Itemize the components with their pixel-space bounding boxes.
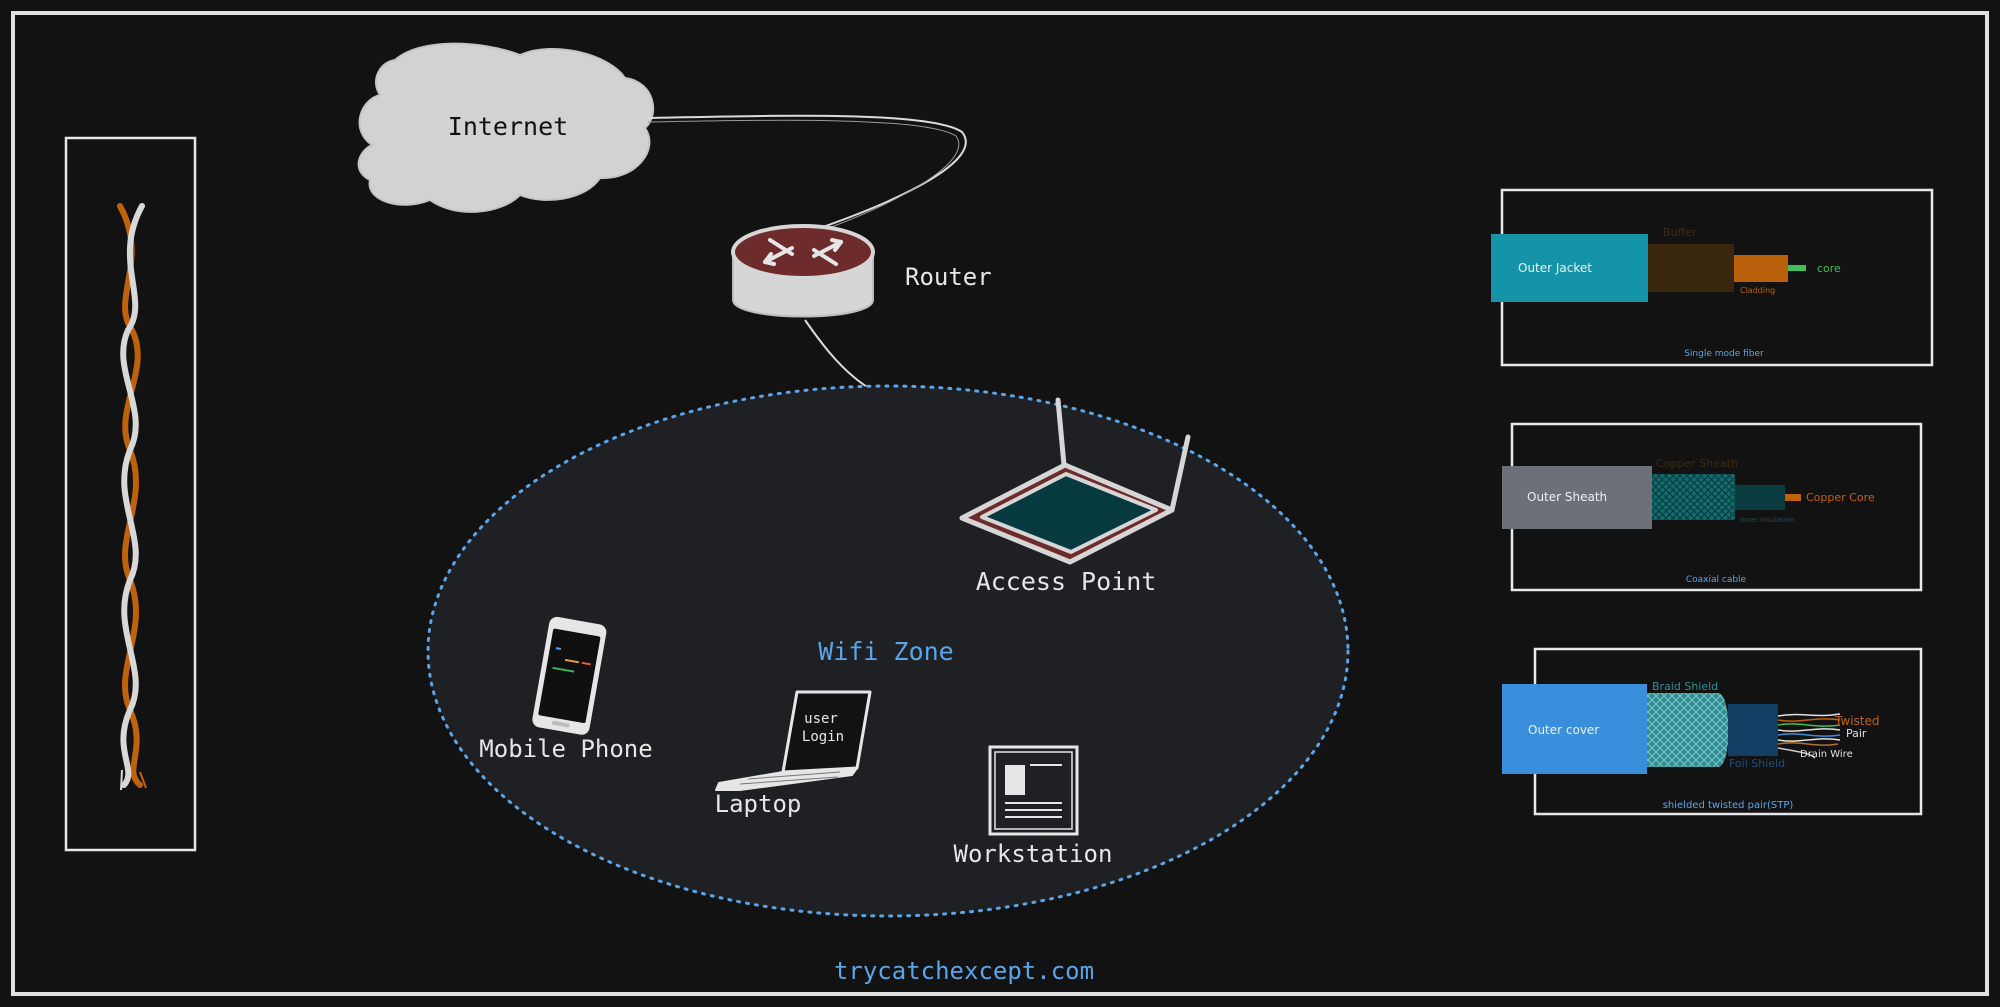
stp-cable-panel: Outer cover Braid Shield Foil Shield Twi… bbox=[1502, 647, 1923, 816]
stp-twisted-label: Twisted bbox=[1834, 714, 1879, 728]
antenna-right bbox=[1169, 434, 1191, 513]
mobile-phone-label: Mobile Phone bbox=[479, 735, 652, 763]
fiber-caption: Single mode fiber bbox=[1684, 349, 1764, 359]
twisted-pair-panel bbox=[64, 136, 197, 852]
wifi-zone-label: Wifi Zone bbox=[818, 637, 953, 666]
fiber-cladding-label: Cladding bbox=[1740, 286, 1775, 295]
wire-end bbox=[139, 771, 147, 789]
access-point-screen bbox=[980, 472, 1158, 554]
stp-foil-label: Foil Shield bbox=[1729, 757, 1785, 770]
fiber-outer-label: Outer Jacket bbox=[1518, 261, 1592, 275]
coax-insulation bbox=[1735, 485, 1785, 510]
stp-twisted-label: Pair bbox=[1846, 727, 1867, 740]
stp-braid-label: Braid Shield bbox=[1652, 680, 1718, 693]
fiber-cable-panel: Outer Jacket Buffer Cladding core Single… bbox=[1491, 188, 1934, 367]
fiber-core bbox=[1788, 265, 1806, 271]
stp-foil-shield bbox=[1728, 704, 1778, 756]
stp-outer-label: Outer cover bbox=[1528, 723, 1599, 737]
coax-cable-panel: Outer Sheath Copper Sheath Inner Insulat… bbox=[1502, 422, 1923, 592]
phone-screen bbox=[538, 628, 601, 724]
stp-twisted-wires bbox=[1777, 713, 1841, 759]
coax-outer-sheath bbox=[1502, 466, 1652, 529]
router-label: Router bbox=[905, 263, 992, 291]
laptop: user Login Laptop bbox=[715, 690, 872, 818]
workstation: Workstation bbox=[954, 745, 1113, 868]
coax-outer-label: Outer Sheath bbox=[1527, 490, 1607, 504]
internet-router-cable-shadow bbox=[647, 119, 960, 233]
antenna-left bbox=[1055, 397, 1067, 468]
mobile-phone: Mobile Phone bbox=[479, 616, 653, 763]
laptop-label: Laptop bbox=[715, 790, 802, 818]
fiber-cladding bbox=[1734, 255, 1788, 282]
site-url: trycatchexcept.com bbox=[834, 957, 1094, 985]
stp-outer-cover bbox=[1502, 684, 1647, 774]
coax-insulation-label: Inner Insulation bbox=[1740, 516, 1795, 524]
workstation-label: Workstation bbox=[954, 840, 1113, 868]
fiber-core-label: core bbox=[1817, 262, 1841, 275]
coax-core bbox=[1785, 494, 1801, 501]
fiber-buffer bbox=[1648, 244, 1734, 292]
access-point-label: Access Point bbox=[976, 567, 1157, 596]
wire-end bbox=[120, 769, 123, 791]
internet-router-cable bbox=[647, 114, 967, 229]
router: Router bbox=[731, 224, 992, 318]
stp-caption: shielded twisted pair(STP) bbox=[1663, 800, 1794, 811]
internet-cloud: Internet bbox=[357, 42, 655, 213]
cloud-shape bbox=[357, 42, 655, 213]
coax-caption: Coaxial cable bbox=[1686, 575, 1747, 585]
coax-sheath-label: Copper Sheath bbox=[1656, 457, 1738, 470]
router-arrows-icon bbox=[763, 238, 843, 266]
white-wire bbox=[120, 203, 145, 788]
twisted-pair-frame bbox=[64, 136, 197, 852]
internet-label: Internet bbox=[448, 112, 568, 141]
fiber-buffer-label: Buffer bbox=[1663, 226, 1697, 239]
stp-drain-label: Drain Wire bbox=[1800, 749, 1853, 760]
laptop-screen-text: user bbox=[804, 711, 838, 727]
access-point: Access Point bbox=[959, 397, 1191, 596]
workstation-monitor bbox=[988, 745, 1079, 836]
coax-core-label: Copper Core bbox=[1806, 491, 1875, 504]
laptop-screen-text: Login bbox=[802, 729, 844, 745]
outer-frame bbox=[11, 11, 1989, 996]
router-top bbox=[731, 224, 875, 280]
fiber-outer-jacket bbox=[1491, 234, 1648, 302]
